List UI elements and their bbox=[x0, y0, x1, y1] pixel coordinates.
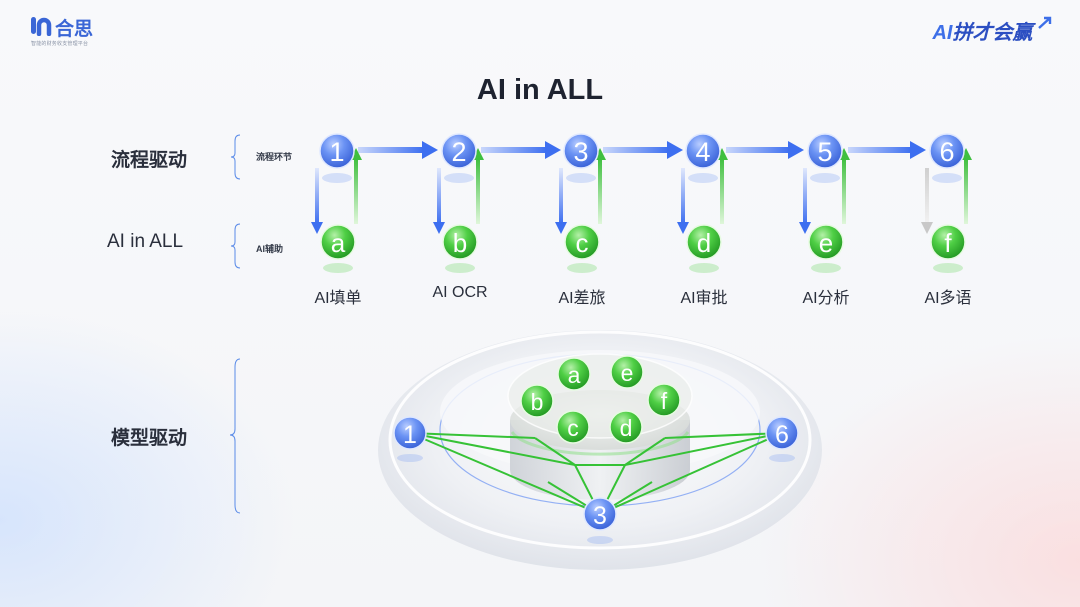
svg-text:3: 3 bbox=[573, 137, 588, 167]
arrow-5-6 bbox=[848, 141, 926, 159]
model-node-c: c bbox=[556, 410, 590, 444]
model-node-6: 6 bbox=[765, 416, 799, 450]
slogan-text: 拼才会赢 bbox=[952, 22, 1033, 44]
svg-text:d: d bbox=[697, 228, 711, 258]
ai-node-b: b bbox=[442, 224, 478, 260]
brand-mark-icon bbox=[31, 17, 52, 36]
model-node-1: 1 bbox=[393, 416, 427, 450]
model-bracket bbox=[229, 358, 241, 514]
step-node-2: 2 bbox=[441, 133, 477, 169]
model-node-a: a bbox=[557, 357, 591, 391]
svg-text:f: f bbox=[661, 388, 668, 414]
model-outer-nodes: 1 6 3 bbox=[393, 416, 799, 544]
step-nodes: 1 2 3 4 5 6 bbox=[319, 133, 965, 169]
ai-node-c: c bbox=[564, 224, 600, 260]
brand-name: 合思 bbox=[55, 19, 94, 40]
svg-text:4: 4 bbox=[695, 137, 710, 167]
ai-bracket bbox=[230, 223, 241, 269]
arrow-3-4 bbox=[603, 141, 683, 159]
slogan-ai: AI bbox=[932, 22, 953, 44]
process-row-label: 流程驱动 bbox=[111, 150, 188, 171]
node-reflections bbox=[322, 173, 963, 273]
step-node-5: 5 bbox=[807, 133, 843, 169]
down-arrow-3 bbox=[555, 168, 567, 234]
page-title: AI in ALL bbox=[476, 74, 604, 106]
svg-text:d: d bbox=[620, 415, 633, 441]
ai-nodes: a b c d e f bbox=[320, 224, 966, 260]
model-node-d: d bbox=[609, 410, 643, 444]
down-arrow-1 bbox=[311, 168, 323, 234]
model-node-e: e bbox=[610, 355, 644, 389]
svg-text:c: c bbox=[567, 415, 579, 441]
step-node-3: 3 bbox=[563, 133, 599, 169]
svg-text:a: a bbox=[568, 362, 581, 388]
model-node-f: f bbox=[647, 383, 681, 417]
arrow-4-5 bbox=[726, 141, 804, 159]
step-node-6: 6 bbox=[929, 133, 965, 169]
ai-node-e: e bbox=[808, 224, 844, 260]
arrow-2-3 bbox=[481, 141, 561, 159]
svg-text:6: 6 bbox=[939, 137, 954, 167]
rising-arrow-icon bbox=[1038, 16, 1052, 29]
ai-node-d: d bbox=[686, 224, 722, 260]
process-row-sublabel: 流程环节 bbox=[256, 152, 293, 162]
down-arrow-6 bbox=[921, 168, 933, 234]
svg-text:6: 6 bbox=[775, 421, 789, 449]
ai-node-a: a bbox=[320, 224, 356, 260]
svg-text:1: 1 bbox=[329, 137, 344, 167]
process-bracket bbox=[230, 134, 241, 180]
svg-text:e: e bbox=[621, 360, 634, 386]
model-diagram: a e b f c d 1 6 3 bbox=[378, 330, 822, 570]
svg-text:c: c bbox=[576, 228, 589, 258]
step-node-4: 4 bbox=[685, 133, 721, 169]
slogan-logo: AI拼才会赢 bbox=[932, 16, 1052, 45]
step-node-1: 1 bbox=[319, 133, 355, 169]
svg-text:5: 5 bbox=[817, 137, 832, 167]
ai-row-sublabel: AI辅助 bbox=[256, 244, 284, 254]
step-label-3: AI差旅 bbox=[558, 290, 606, 307]
svg-text:3: 3 bbox=[593, 502, 607, 530]
svg-text:b: b bbox=[453, 228, 467, 258]
model-row-label: 模型驱动 bbox=[111, 428, 188, 449]
down-arrow-4 bbox=[677, 168, 689, 234]
svg-text:1: 1 bbox=[403, 421, 417, 449]
brand-tagline: 智能的财务收支管理平台 bbox=[31, 41, 89, 47]
model-node-3: 3 bbox=[583, 497, 617, 531]
vertical-arrows bbox=[311, 148, 972, 234]
model-inner-nodes: a e b f c d bbox=[520, 355, 681, 444]
step-connector-arrows bbox=[358, 141, 926, 159]
step-label-6: AI多语 bbox=[924, 290, 972, 307]
step-label-4: AI审批 bbox=[680, 290, 728, 307]
down-arrow-2 bbox=[433, 168, 445, 234]
step-label-1: AI填单 bbox=[314, 290, 362, 307]
down-arrow-5 bbox=[799, 168, 811, 234]
step-label-5: AI分析 bbox=[802, 290, 850, 307]
step-label-2: AI OCR bbox=[432, 284, 488, 301]
arrow-1-2 bbox=[358, 141, 438, 159]
ai-row-label: AI in ALL bbox=[107, 231, 184, 252]
ai-node-f: f bbox=[930, 224, 966, 260]
svg-text:a: a bbox=[331, 228, 346, 258]
svg-text:e: e bbox=[819, 228, 833, 258]
svg-text:2: 2 bbox=[451, 137, 466, 167]
svg-text:f: f bbox=[944, 228, 952, 258]
svg-text:b: b bbox=[531, 389, 544, 415]
model-node-b: b bbox=[520, 384, 554, 418]
